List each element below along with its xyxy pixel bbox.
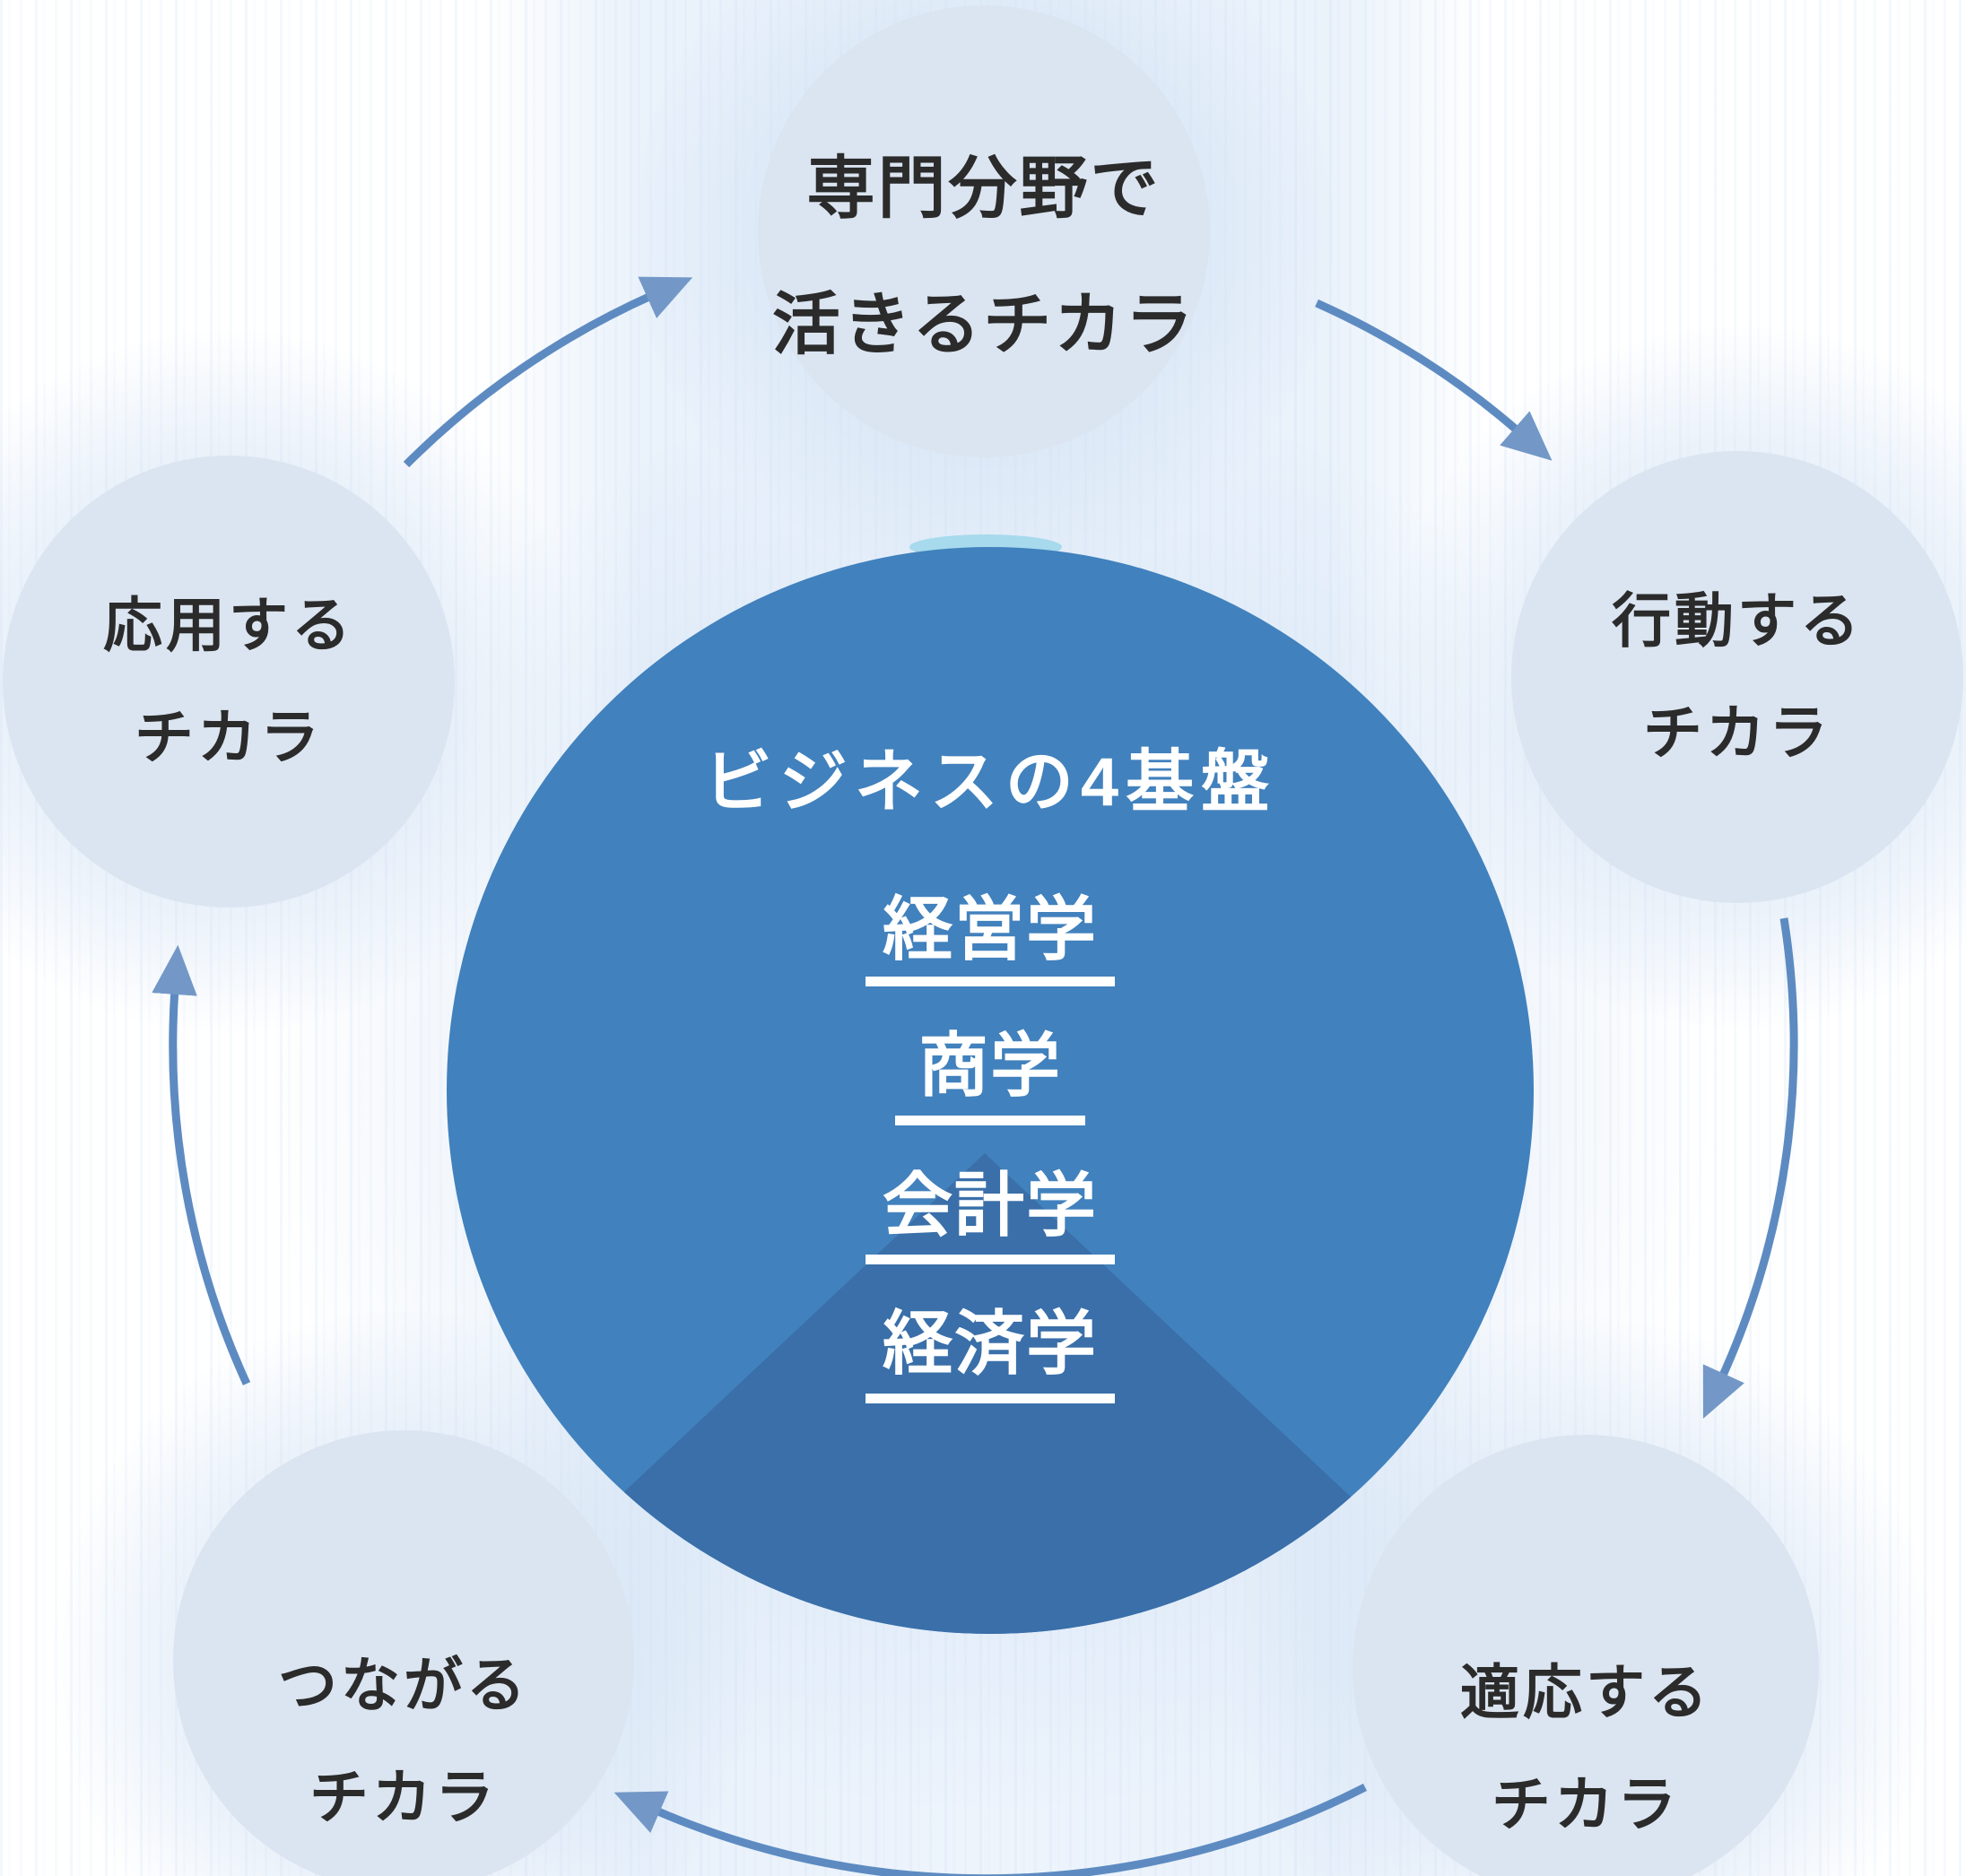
satellite-circle-right-lower: 適応する チカラ <box>1353 1435 1819 1876</box>
satellite-label-line: 適応する <box>1460 1658 1711 1725</box>
satellite-circle-left-upper: 応用する チカラ <box>3 456 455 908</box>
satellite-label-line: 応用する <box>103 591 354 658</box>
subject-underline <box>895 1116 1085 1125</box>
arrow-left-lower-to-left-upper-icon <box>152 944 251 1385</box>
satellite-label-line: つながる <box>278 1651 529 1718</box>
satellite-label-line: 行動する <box>1612 586 1863 654</box>
center-circle: ビジネスの4基盤 経営学 商学 会計学 経済学 <box>447 547 1534 1634</box>
center-subject-economics: 経済学 <box>882 1304 1098 1383</box>
satellite-label-line: チカラ <box>1643 699 1831 766</box>
center-subject-commerce: 商学 <box>918 1026 1062 1105</box>
satellite-circle-top: 専門分野で 活きるチカラ <box>758 5 1210 457</box>
satellite-label-line: チカラ <box>309 1764 498 1830</box>
arrow-left-upper-to-top-icon <box>403 276 693 468</box>
satellite-circle-left-lower: つながる チカラ <box>173 1430 634 1876</box>
center-subject-accounting: 会計学 <box>882 1166 1098 1245</box>
arrow-right-upper-to-right-lower-icon <box>1702 917 1798 1420</box>
subject-underline <box>866 1255 1115 1264</box>
satellite-circle-right-upper: 行動する チカラ <box>1511 451 1963 903</box>
center-subject-management: 経営学 <box>882 890 1098 968</box>
satellite-label-line: チカラ <box>1492 1771 1680 1837</box>
satellite-label-line: チカラ <box>135 704 323 770</box>
center-title: ビジネスの4基盤 <box>703 744 1277 821</box>
subject-underline <box>866 1394 1115 1403</box>
satellite-label-line: 専門分野で <box>806 151 1161 227</box>
arrow-top-to-right-upper-icon <box>1315 299 1553 461</box>
arrow-right-lower-to-left-lower-icon <box>613 1783 1368 1876</box>
subject-underline <box>866 977 1115 986</box>
satellite-label-line: 活きるチカラ <box>771 287 1196 363</box>
